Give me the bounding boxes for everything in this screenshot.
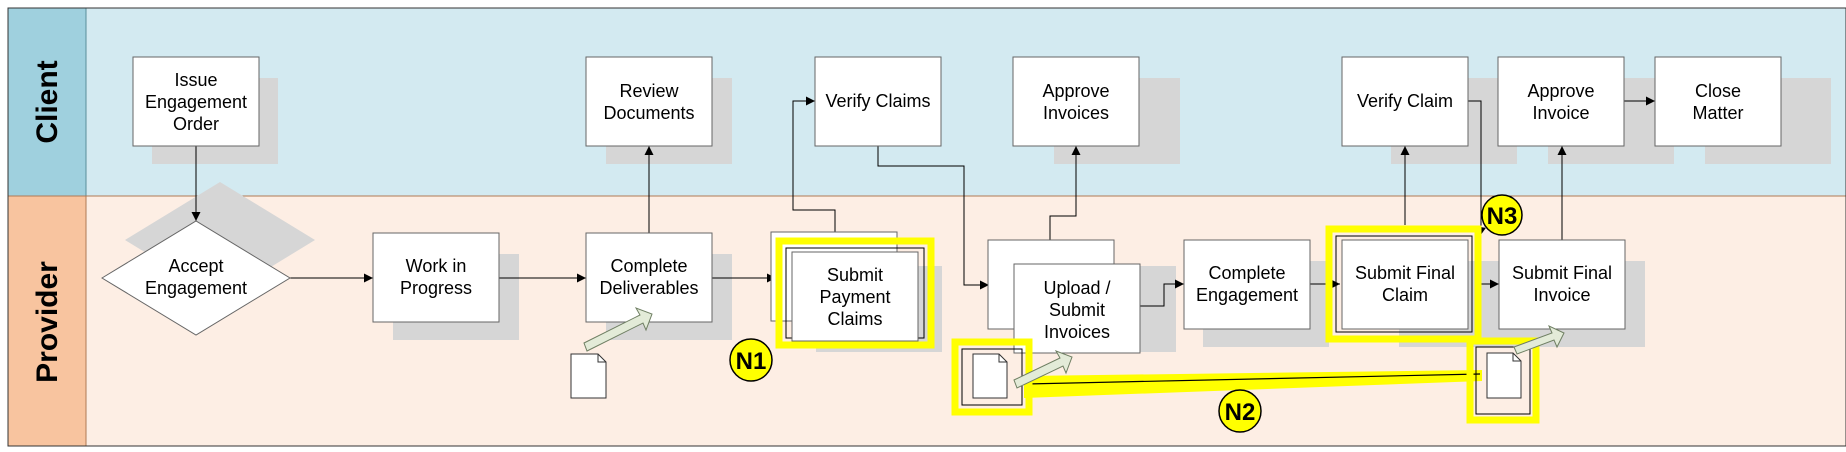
connector-verify-upload [877, 146, 989, 290]
node-close-matter-line-1: Close [1695, 81, 1741, 101]
document-deliverables [570, 307, 653, 399]
node-issue-engagement-order-line-3: Order [173, 114, 219, 134]
node-close-matter: Close Matter [1654, 56, 1782, 147]
node-verify-claims: Verify Claims [814, 56, 942, 147]
marker-n3: N3 [1481, 194, 1523, 236]
connector-submit-verify [792, 96, 836, 232]
node-approve-invoices: Approve Invoices [1012, 56, 1140, 147]
node-issue-engagement-order-line-1: Issue [174, 70, 217, 90]
node-submit-final-claim-line-2: Claim [1382, 285, 1428, 305]
marker-n3-label: N3 [1487, 203, 1518, 230]
node-work-in-progress-line-1: Work in [406, 256, 467, 276]
top-strip [8, 0, 1846, 8]
node-accept-engagement-line-2: Engagement [145, 278, 247, 298]
marker-n1-label: N1 [736, 348, 767, 375]
node-complete-engagement-line-2: Engagement [1196, 285, 1298, 305]
document-icon [972, 353, 1008, 399]
lane-client-label: Client [31, 60, 64, 143]
node-complete-deliverables: Complete Deliverables [585, 232, 713, 323]
hollow-arrow-icon [583, 307, 653, 352]
node-submit-final-claim-line-1: Submit Final [1355, 263, 1455, 283]
node-verify-claim: Verify Claim [1341, 56, 1469, 147]
lane-provider-label: Provider [31, 261, 64, 383]
node-verify-claim-line-1: Verify Claim [1357, 91, 1453, 111]
marker-n2-label: N2 [1225, 399, 1256, 426]
highlight-submit-final-claim [1325, 225, 1482, 343]
diagram-frame [7, 7, 1846, 447]
node-work-in-progress: Work in Progress [372, 232, 500, 323]
marker-n2: N2 [1218, 389, 1262, 433]
highlight-document-final-invoice [1466, 337, 1540, 424]
document-final-invoice [1466, 324, 1565, 424]
connector-upload-complete-eng [1140, 279, 1184, 307]
node-accept-engagement-line-1: Accept [168, 256, 223, 276]
node-upload-submit-invoices-line-1: Upload / [1043, 278, 1110, 298]
node-approve-invoice-line-2: Invoice [1532, 103, 1589, 123]
node-review-documents: Review Documents [585, 56, 713, 147]
node-complete-deliverables-line-2: Deliverables [599, 278, 698, 298]
lane-provider-band [7, 195, 87, 447]
n2-link [1024, 370, 1482, 398]
node-accept-engagement: Accept Engagement [101, 220, 291, 336]
node-review-documents-line-2: Documents [603, 103, 694, 123]
node-work-in-progress-line-2: Progress [400, 278, 472, 298]
document-icon [1486, 352, 1522, 399]
node-upload-submit-invoices-line-3: Invoices [1044, 322, 1110, 342]
node-issue-engagement-order: Issue Engagement Order [132, 56, 260, 147]
lane-client-band [7, 7, 87, 197]
node-complete-engagement-line-1: Complete [1208, 263, 1285, 283]
node-approve-invoices-line-2: Invoices [1043, 103, 1109, 123]
node-review-documents-line-1: Review [619, 81, 679, 101]
highlight-submit-payment-claims [775, 237, 935, 349]
node-submit-final-claim: Submit Final Claim [1325, 225, 1482, 343]
node-upload-submit-invoices-line-2: Submit [1049, 300, 1105, 320]
node-submit-final-invoice-line-1: Submit Final [1512, 263, 1612, 283]
node-submit-final-invoice-line-2: Invoice [1533, 285, 1590, 305]
marker-n1: N1 [729, 338, 773, 382]
node-submit-payment-claims-line-2: Payment [819, 287, 890, 307]
node-approve-invoice-line-1: Approve [1527, 81, 1594, 101]
node-submit-final-invoice: Submit Final Invoice [1498, 239, 1626, 330]
hollow-arrow-icon [1513, 324, 1565, 355]
document-invoices [951, 338, 1073, 416]
node-close-matter-line-2: Matter [1692, 103, 1743, 123]
node-approve-invoices-line-1: Approve [1042, 81, 1109, 101]
node-issue-engagement-order-line-2: Engagement [145, 92, 247, 112]
connector-upload-approve [1049, 146, 1081, 240]
node-approve-invoice: Approve Invoice [1497, 56, 1625, 147]
node-verify-claims-line-1: Verify Claims [825, 91, 930, 111]
node-upload-submit-invoices: Upload / Submit Invoices [987, 239, 1141, 354]
node-complete-engagement: Complete Engagement [1183, 239, 1311, 330]
document-icon [570, 353, 607, 399]
hollow-arrow-icon [1013, 350, 1073, 389]
node-submit-payment-claims-line-1: Submit [827, 265, 883, 285]
node-complete-deliverables-line-1: Complete [610, 256, 687, 276]
node-submit-payment-claims-line-3: Claims [827, 309, 882, 329]
node-submit-payment-claims: Submit Payment Claims [770, 231, 935, 349]
